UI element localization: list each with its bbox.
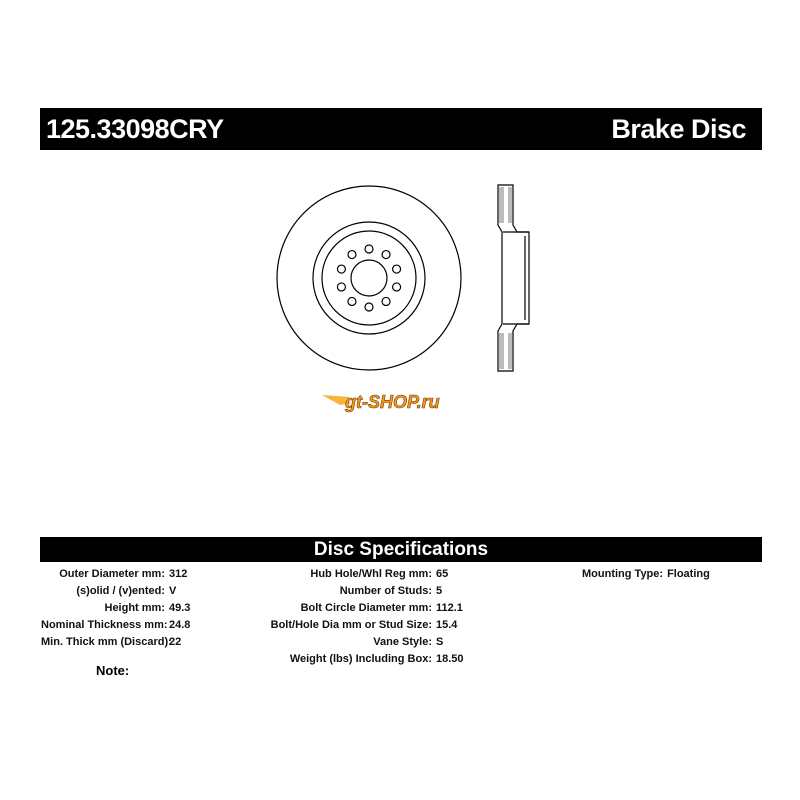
spec-value: 22 [169, 636, 182, 648]
spec-label: (s)olid / (v)ented: [76, 585, 165, 597]
bolt-hole [391, 282, 402, 292]
specs-column-3: Mounting Type:Floating [582, 566, 710, 583]
spec-row: (s)olid / (v)ented: V [41, 583, 190, 600]
spec-value: 112.1 [436, 602, 463, 614]
header-bar: 125.33098CRY Brake Disc [40, 108, 762, 150]
spec-value: 49.3 [169, 602, 191, 614]
spec-label: Weight (lbs) Including Box: [289, 653, 432, 665]
note-label: Note: [96, 663, 130, 678]
spec-value: 65 [436, 568, 449, 580]
spec-label: Outer Diameter mm: [59, 568, 165, 580]
spec-row: Outer Diameter mm: 312 [41, 566, 190, 583]
specs-title: Disc Specifications [313, 539, 489, 560]
spec-value: V [169, 585, 177, 597]
spec-label: Bolt Circle Diameter mm: [300, 602, 432, 614]
bolt-hole [336, 282, 347, 292]
spec-value: 24.8 [169, 619, 191, 631]
spec-value: 15.4 [436, 619, 458, 631]
spec-row: Nominal Thickness mm:24.8 [41, 617, 190, 634]
bolt-hole [364, 244, 374, 254]
spec-row: Height mm:49.3 [41, 600, 191, 617]
bolt-hole [381, 249, 391, 260]
disc-side-profile [497, 184, 530, 372]
gt-shop-logo: gt-SHOP.ru [322, 392, 440, 412]
spec-label: Min. Thick mm (Discard): [41, 636, 172, 648]
spec-label: Height mm: [104, 602, 166, 614]
spec-row: Number of Studs: 5 [230, 583, 464, 600]
svg-text:gt-SHOP.ru: gt-SHOP.ru [344, 392, 440, 412]
specs-column-1: Outer Diameter mm: 312 (s)olid / (v)ented:… [41, 566, 190, 651]
bolt-hole [347, 249, 357, 260]
bolt-hole [336, 264, 347, 274]
specs-title-bar: Disc Specifications [40, 537, 762, 562]
spec-row: Min. Thick mm (Discard):22 [41, 634, 190, 651]
spec-row: Vane Style: S [230, 634, 464, 651]
spec-value: Floating [667, 568, 710, 580]
spec-label: Hub Hole/Whl Reg mm: [310, 568, 432, 580]
spec-label: Number of Studs: [339, 585, 432, 597]
spec-label: Mounting Type: [582, 568, 664, 580]
bolt-hole [347, 296, 357, 307]
spec-label: Bolt/Hole Dia mm or Stud Size: [270, 619, 432, 631]
disc-front-view [276, 185, 462, 371]
spec-row: Bolt/Hole Dia mm or Stud Size: 15.4 [230, 617, 464, 634]
spec-row: Bolt Circle Diameter mm: 112.1 [230, 600, 464, 617]
spec-label: Nominal Thickness mm: [41, 619, 168, 631]
bolt-hole [391, 264, 402, 274]
spec-value: 312 [169, 568, 188, 580]
part-number: 125.33098CRY [46, 114, 224, 144]
spec-value: 5 [436, 585, 443, 597]
spec-row: Mounting Type:Floating [582, 566, 710, 583]
spec-row: Hub Hole/Whl Reg mm: 65 [230, 566, 464, 583]
product-type: Brake Disc [611, 114, 746, 144]
spec-label: Vane Style: [373, 636, 432, 648]
spec-row: Weight (lbs) Including Box: 18.50 [230, 651, 464, 668]
spec-value: S [436, 636, 444, 648]
bolt-hole [364, 302, 374, 312]
spec-value: 18.50 [436, 653, 464, 665]
bolt-hole [381, 296, 391, 307]
